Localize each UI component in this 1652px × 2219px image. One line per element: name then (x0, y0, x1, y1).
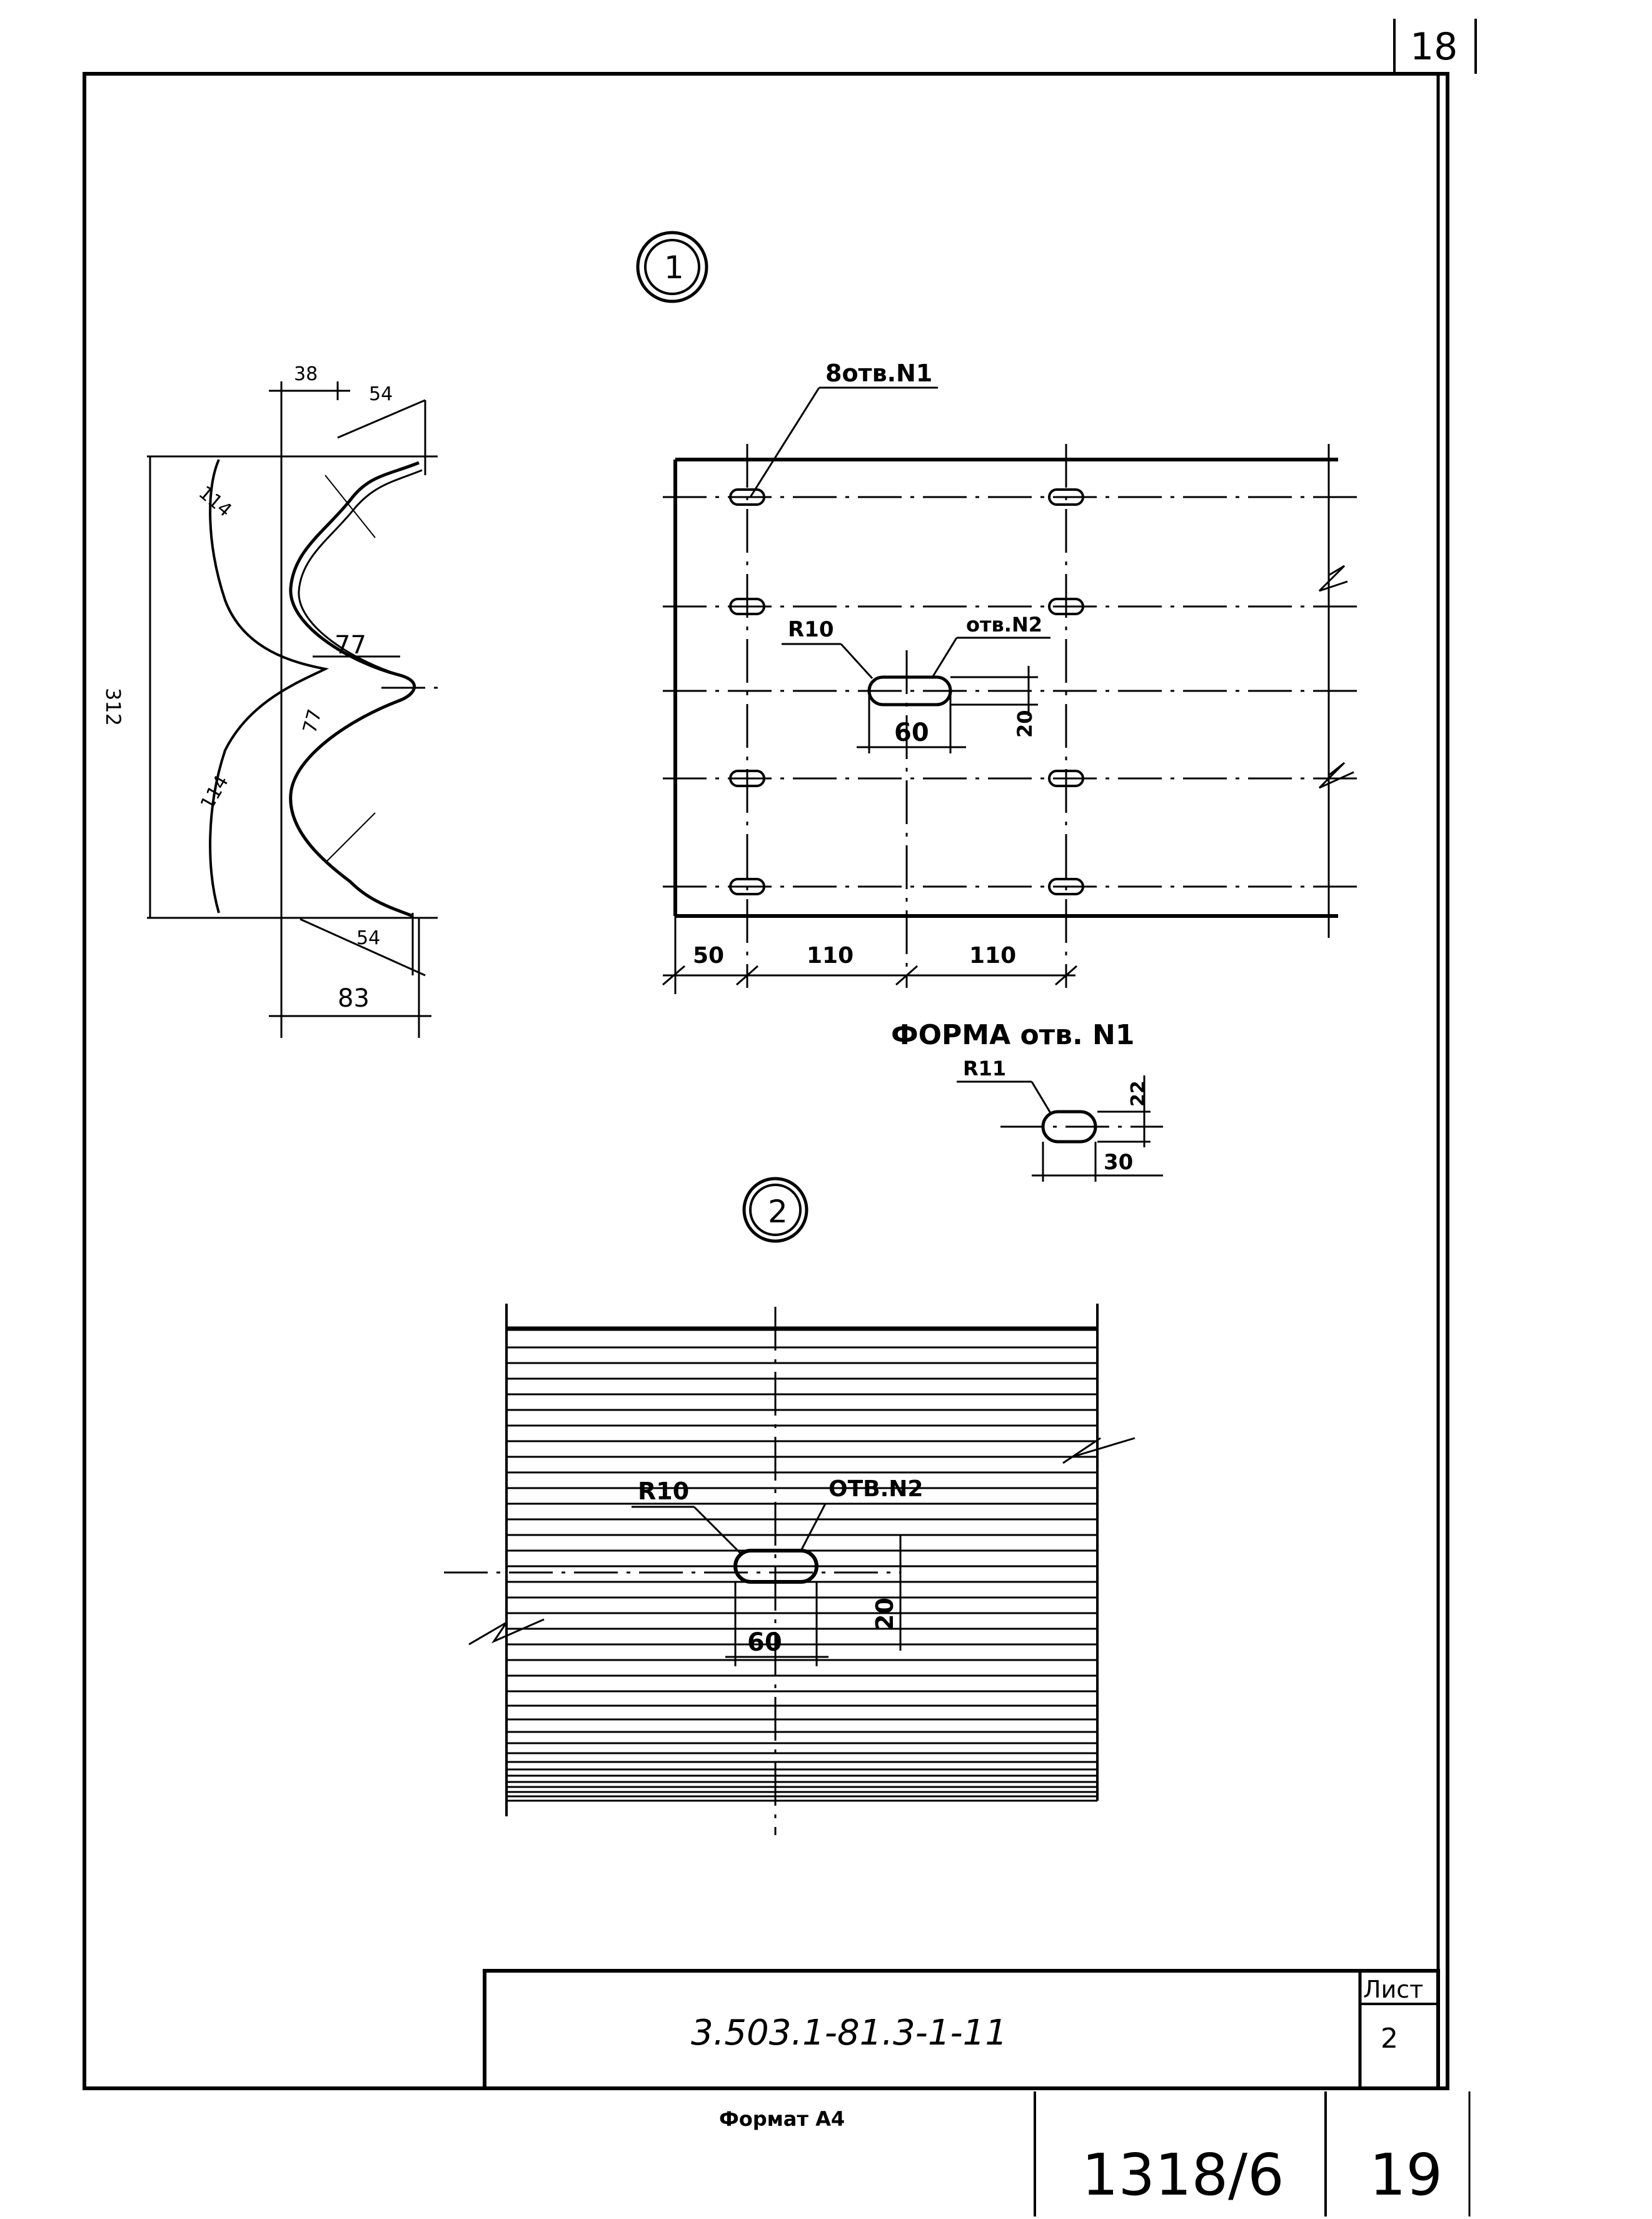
plan-hole-n2 (857, 666, 1038, 753)
dim-38: 38 (294, 363, 318, 385)
corner-number-top: 18 (1410, 25, 1458, 69)
plan-bottom-dimensions (662, 916, 1077, 994)
profile-dimension-labels: 38 54 114 312 77 77 114 54 83 (101, 363, 393, 1013)
dim-60: 60 (894, 718, 929, 747)
dim-83: 83 (338, 984, 370, 1013)
dim-22: 22 (1127, 1080, 1149, 1107)
plan-holes-n1 (729, 488, 1084, 895)
dim-110-b: 110 (969, 943, 1016, 969)
page-number: 19 (1369, 2141, 1443, 2208)
dim-50: 50 (693, 943, 724, 969)
dim-54-top: 54 (369, 383, 393, 405)
dim-114-bottom: 114 (196, 772, 233, 813)
dim-114-top: 114 (194, 482, 236, 522)
archive-number: 1318/6 (1082, 2141, 1284, 2208)
plan-leaders (749, 386, 1050, 680)
view2-dim-60: 60 (747, 1628, 782, 1657)
holes-n1-label: 8отв.N1 (825, 360, 932, 387)
view1-marker-number: 1 (664, 249, 684, 286)
hole-n1-detail: ФОРМА отв. N1 R11 22 30 (891, 1019, 1163, 1182)
w-beam-profile (209, 459, 438, 918)
plan-view (663, 444, 1357, 988)
plan-labels: 8отв.N1 R10 отв.N2 60 20 50 110 110 (693, 360, 1042, 969)
format-label: Формат А4 (719, 2107, 845, 2131)
view2-marker-number: 2 (768, 1194, 788, 1230)
dim-54-bottom: 54 (356, 927, 380, 949)
view2-dim-20: 20 (871, 1598, 899, 1631)
r11-label: R11 (963, 1057, 1006, 1080)
view2-r10-label: R10 (638, 1477, 689, 1505)
view2-hole-n2-label: ОТВ.N2 (829, 1476, 923, 1502)
sheet-frame (83, 19, 1477, 2216)
dim-77-b: 77 (299, 707, 326, 736)
list-number: 2 (1381, 2023, 1398, 2055)
drawing-code: 3.503.1-81.3-1-11 (691, 2013, 1007, 2053)
profile-dimension-lines (147, 381, 438, 1038)
dim-77-a: 77 (335, 631, 366, 660)
view2-panel (444, 1304, 1136, 1835)
hole-shape-title: ФОРМА отв. N1 (891, 1019, 1135, 1051)
dim-30: 30 (1104, 1150, 1133, 1175)
view2-marker (742, 1177, 808, 1243)
view1-marker (636, 231, 708, 303)
list-label: Лист (1363, 1976, 1423, 2003)
view2-labels: R10 ОТВ.N2 60 20 (638, 1476, 923, 1657)
dim-20: 20 (1013, 710, 1037, 738)
hole-n2-label: отв.N2 (966, 613, 1042, 637)
r10-label: R10 (788, 617, 834, 642)
dim-110-a: 110 (807, 943, 854, 969)
dim-312: 312 (101, 688, 125, 726)
